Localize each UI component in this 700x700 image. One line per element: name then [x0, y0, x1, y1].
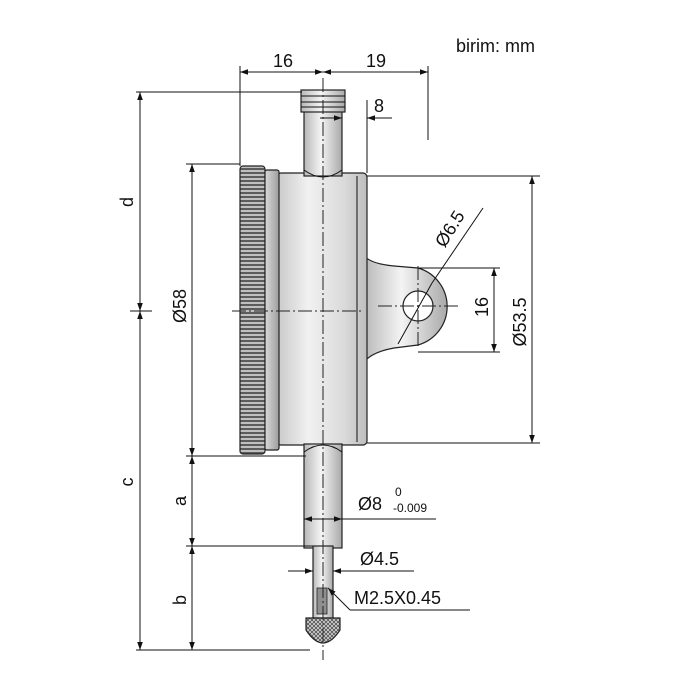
- dimension-labels: birim: mm 16 19 8 d c a b Ø58 Ø53.5 16 Ø…: [117, 36, 535, 608]
- dim-b: b: [170, 595, 190, 605]
- extension-lines: [130, 66, 540, 651]
- bezel-knurl: [239, 165, 266, 455]
- dimension-lines: [137, 69, 535, 650]
- gauge-case: [276, 172, 368, 446]
- center-lines: [232, 78, 458, 660]
- unit-label: birim: mm: [456, 36, 535, 56]
- dim-lug-height: 16: [472, 297, 492, 317]
- dim-lug-offset: 8: [374, 96, 384, 116]
- dim-c: c: [117, 478, 137, 487]
- dim-dial-dia: Ø58: [170, 289, 190, 323]
- dim-a: a: [170, 495, 190, 506]
- dim-stem-dia: Ø8: [358, 494, 382, 514]
- dim-thread: M2.5X0.45: [354, 588, 441, 608]
- dim-d: d: [117, 197, 137, 207]
- top-stem: [303, 109, 343, 177]
- dim-stem-offset: 19: [366, 51, 386, 71]
- gauge-body: [239, 89, 448, 644]
- dim-bezel-width: 16: [273, 51, 293, 71]
- dim-stem-tol-lower: -0.009: [393, 501, 427, 515]
- bezel-ring: [264, 169, 280, 451]
- dim-hole-dia: Ø6.5: [431, 207, 469, 251]
- dim-back-dia: Ø53.5: [510, 297, 530, 346]
- dim-stem-tol-upper: 0: [395, 485, 402, 499]
- dim-spindle-dia: Ø4.5: [360, 549, 399, 569]
